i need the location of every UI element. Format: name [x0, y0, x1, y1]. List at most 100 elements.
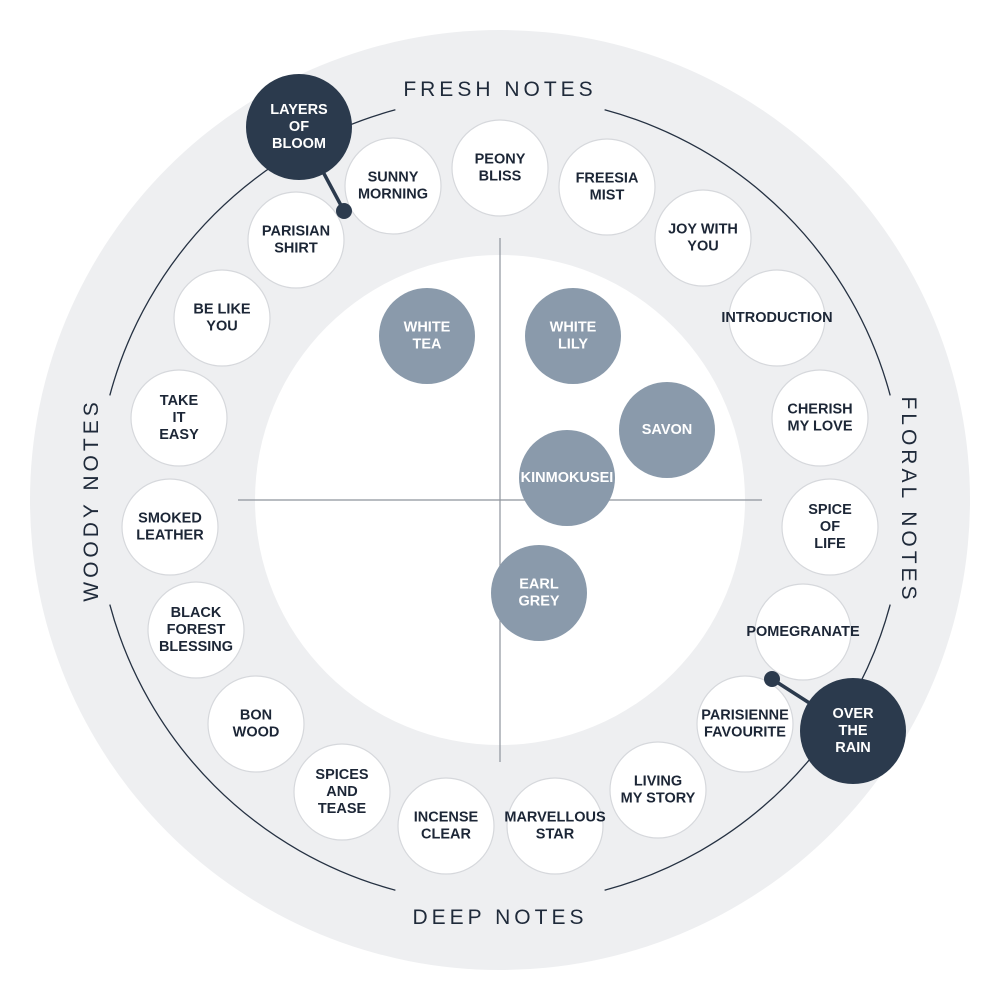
bubble-circle: [781, 478, 879, 576]
bubble-label: FREESIA: [576, 171, 639, 187]
ring-scent-bubble[interactable]: INTRODUCTION: [721, 269, 833, 367]
bubble-label: OF: [289, 119, 309, 135]
bubble-label: BLESSING: [159, 639, 233, 655]
bubble-label: BE LIKE: [193, 302, 251, 318]
bubble-circle: [379, 288, 475, 384]
bubble-circle: [696, 675, 794, 773]
bubble-label: AND: [326, 784, 357, 800]
bubble-circle: [619, 382, 715, 478]
bubble-circle: [147, 581, 245, 679]
bubble-circle: [397, 777, 495, 875]
bubble-circle: [207, 675, 305, 773]
bubble-circle: [558, 138, 656, 236]
bubble-label: SAVON: [642, 422, 693, 438]
bubble-label: FOREST: [167, 622, 226, 638]
quadrant-arc: [109, 604, 396, 891]
bubble-label: THE: [839, 723, 868, 739]
woody-notes-label: WOODY NOTES: [80, 398, 103, 601]
bubble-circle: [506, 777, 604, 875]
bubble-label: WHITE: [404, 320, 451, 336]
bubble-circle: [800, 678, 906, 784]
connector-dot: [764, 671, 780, 687]
bubble-label: MY LOVE: [788, 419, 853, 435]
floral-notes-label: FLORAL NOTES: [897, 396, 920, 603]
bubble-circle: [609, 741, 707, 839]
bubble-label: LIFE: [814, 536, 846, 552]
bubble-label: MORNING: [358, 187, 428, 203]
bubble-circle: [451, 119, 549, 217]
bubble-circle: [491, 545, 587, 641]
bubble-label: SUNNY: [368, 170, 419, 186]
bubble-circle: [173, 269, 271, 367]
bubble-label: BLISS: [479, 169, 522, 185]
bubble-label: OF: [820, 519, 840, 535]
inner-scent-bubble[interactable]: SAVON: [619, 382, 715, 478]
bubble-label: CHERISH: [787, 402, 852, 418]
bubble-label: SMOKED: [138, 511, 202, 527]
bubble-label: JOY WITH: [668, 222, 738, 238]
quadrant-arc: [604, 604, 891, 891]
bubble-label: EASY: [159, 427, 199, 443]
bubble-circle: [728, 269, 826, 367]
bubble-circle: [519, 430, 615, 526]
bubble-circle: [130, 369, 228, 467]
bubble-label: OVER: [832, 706, 874, 722]
ring-scent-bubble[interactable]: POMEGRANATE: [746, 583, 860, 681]
bubble-label: SPICE: [808, 502, 852, 518]
bubble-label: EARL: [519, 577, 559, 593]
bubble-circle: [654, 189, 752, 287]
bubble-circle: [525, 288, 621, 384]
bubble-circle: [293, 743, 391, 841]
bubble-label: PEONY: [475, 152, 526, 168]
bubble-label: LIVING: [634, 774, 682, 790]
bubble-label: TEA: [413, 337, 443, 353]
bubble-label: RAIN: [835, 740, 870, 756]
bubble-label: TEASE: [318, 801, 367, 817]
bubble-label: INCENSE: [414, 810, 479, 826]
bubble-label: BON: [240, 708, 272, 724]
axis-lines: [238, 238, 762, 762]
bubble-label: MARVELLOUS: [504, 810, 606, 826]
bubble-circle: [344, 137, 442, 235]
connector-dot: [336, 203, 352, 219]
bubble-label: WHITE: [550, 320, 597, 336]
bubble-label: LEATHER: [136, 528, 204, 544]
inner-scent-bubble[interactable]: KINMOKUSEI: [519, 430, 615, 526]
bubble-label: BLOOM: [272, 136, 326, 152]
bubble-label: INTRODUCTION: [721, 310, 832, 326]
bubble-label: BLACK: [171, 605, 222, 621]
bubble-label: SHIRT: [274, 241, 318, 257]
bubble-label: LAYERS: [270, 102, 328, 118]
bubble-label: PARISIENNE: [701, 708, 789, 724]
bubble-label: PARISIAN: [262, 224, 330, 240]
bubble-label: YOU: [687, 239, 718, 255]
bubble-circle: [246, 74, 352, 180]
bubble-label: LILY: [558, 337, 588, 353]
bubble-label: POMEGRANATE: [746, 624, 860, 640]
